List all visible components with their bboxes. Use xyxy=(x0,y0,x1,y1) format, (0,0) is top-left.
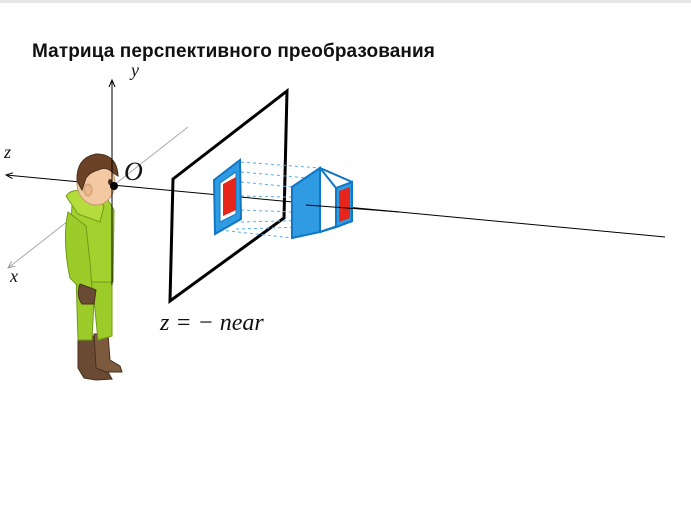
person-figure xyxy=(64,153,123,381)
top-border xyxy=(0,0,691,3)
z-axis-through-object xyxy=(305,204,401,213)
y-axis-label: y xyxy=(129,60,139,80)
projected-image xyxy=(212,157,243,236)
near-plane-label: z = − near xyxy=(159,310,264,336)
page-title: Матрица перспективного преобразования xyxy=(32,41,435,62)
z-axis-label: z xyxy=(3,142,11,162)
frustum-object xyxy=(291,166,353,240)
origin-point xyxy=(110,182,118,190)
near-plane xyxy=(168,87,289,305)
x-axis-label: x xyxy=(9,266,18,286)
origin-label: O xyxy=(124,157,143,186)
